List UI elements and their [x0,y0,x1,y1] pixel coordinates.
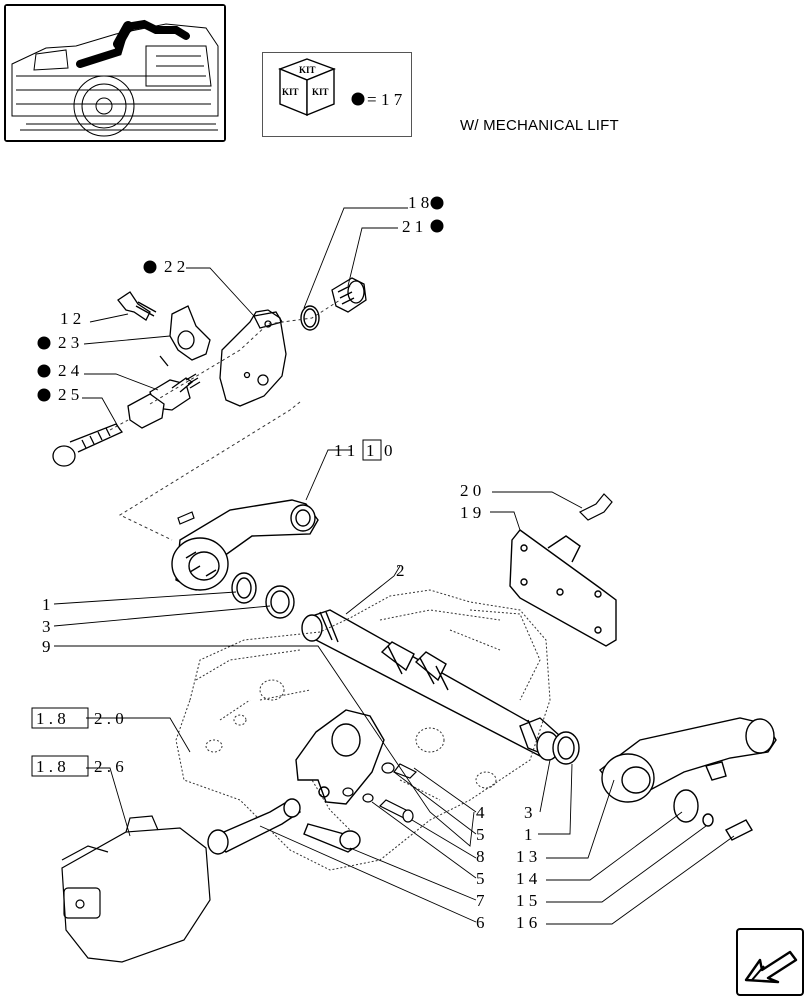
kit-label-right: KIT [312,87,329,97]
ref-182-box: 1 . 8 [36,709,66,728]
callout-6: 6 [476,913,485,932]
screw-25 [52,423,124,467]
callout-3-upper: 3 [42,617,51,636]
location-thumbnail [4,4,226,142]
bolt-20 [578,493,613,521]
kit-legend-value: 1 7 [381,90,403,109]
ref-182-rest: 2 . 0 [94,709,124,728]
kit-equals: = [367,90,377,109]
callout-13: 1 3 [516,847,537,866]
pump-assembly [61,815,211,963]
leader-lines [53,207,735,925]
page-subtitle: W/ MECHANICAL LIFT [460,117,619,134]
callout-15: 1 5 [516,891,537,910]
kit-bullet-icon [430,196,444,210]
callout-110-suffix: 0 [384,441,393,460]
alignment-lines-upper [109,299,341,541]
reference-box [31,707,89,729]
callout-12: 1 2 [60,309,81,328]
ring-18 [300,305,320,331]
bolt-12 [117,291,157,321]
reference-box [31,755,89,777]
bushing-21 [331,277,367,313]
callout-8: 8 [476,847,485,866]
ref-826-box: 1 . 8 [36,757,66,776]
callout-21: 2 1 [402,217,423,236]
plate-washer-23 [159,305,211,367]
link-7 [303,823,361,853]
arrow-left-down-icon [744,950,798,984]
callout-20: 2 0 [460,481,481,500]
nut-25 [127,393,165,429]
kit-bullet-icon [351,92,365,106]
callout-7: 7 [476,891,485,910]
kit-label-left: KIT [282,87,299,97]
kit-legend-box: KIT KIT KIT = 1 7 [262,52,412,137]
callout-1-lower: 1 [524,825,533,844]
callout-1-upper: 1 [42,595,51,614]
kit-bullet-icon [37,336,51,350]
kit-bullet-icon [430,219,444,233]
callout-2: 2 [396,561,405,580]
callout-4: 4 [476,803,485,822]
callout-23: 2 3 [58,333,79,352]
callout-5-upper: 5 [476,825,485,844]
lever-6 [207,798,302,855]
callout-5-lower: 5 [476,869,485,888]
callout-18: 1 8 [408,193,429,212]
callout-14: 1 4 [516,869,538,888]
kit-bullet-icon [143,260,157,274]
washer-14-16 [673,789,753,841]
kit-cube-icon: KIT KIT KIT = 1 7 [278,58,403,117]
callout-110-boxed: 1 [366,441,375,460]
next-page-button[interactable] [736,928,804,996]
callout-16: 1 6 [516,913,537,932]
lever-9 [295,709,385,805]
lift-housing-outline [175,589,551,871]
callout-22: 2 2 [164,257,185,276]
cover-plate-19 [509,529,617,647]
callout-3-lower: 3 [524,803,533,822]
washers-1-3-lower [536,731,580,765]
callout-110-prefix: 1 1 [334,441,355,460]
kit-bullet-icon [37,364,51,378]
callout-25: 2 5 [58,385,79,404]
callout-19: 1 9 [460,503,481,522]
lift-lever-upper [171,499,319,591]
tractor-location-illustration [6,6,224,140]
reference-box [362,439,382,461]
washers-1-3-upper [231,572,295,619]
kit-bullet-icon [37,388,51,402]
callout-9: 9 [42,637,51,656]
kit-label-top: KIT [299,65,316,75]
ref-826-rest: 2 . 6 [94,757,124,776]
callout-24: 2 4 [58,361,80,380]
pin-11 [177,511,195,525]
control-bracket-assembly [219,309,287,407]
lift-lever-lower [599,717,777,803]
